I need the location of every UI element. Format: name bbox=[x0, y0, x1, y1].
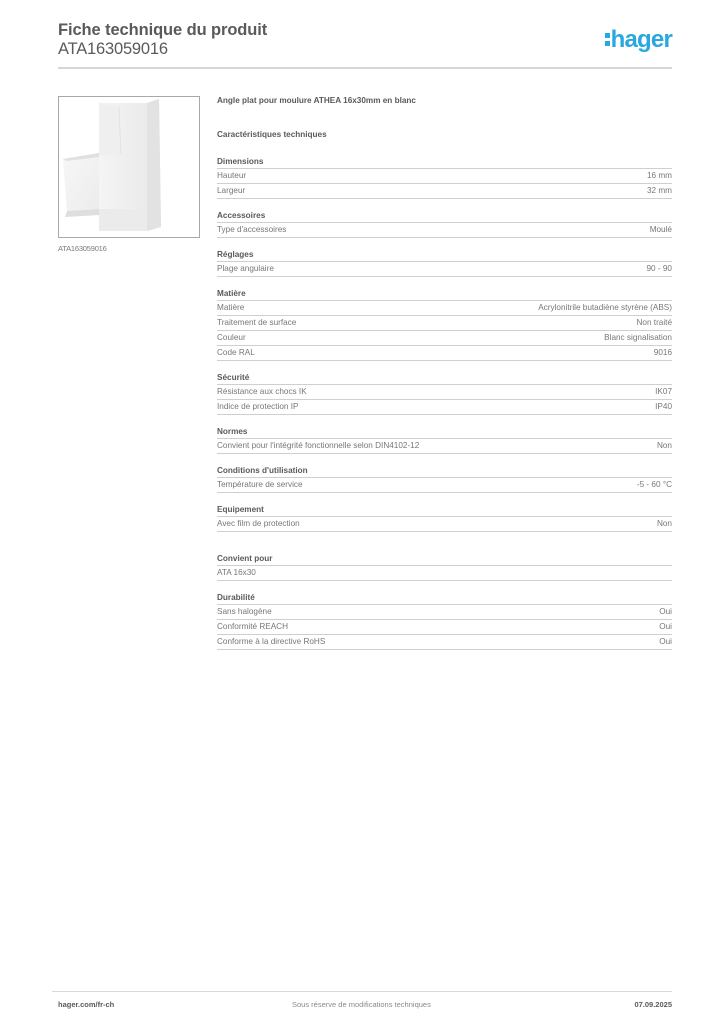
spec-group-title: Dimensions bbox=[217, 155, 672, 169]
spec-label: Type d'accessoires bbox=[217, 225, 287, 234]
product-image bbox=[58, 96, 200, 238]
product-code: ATA163059016 bbox=[58, 40, 168, 58]
spec-row: ATA 16x30 bbox=[217, 566, 672, 581]
spec-label: Résistance aux chocs IK bbox=[217, 387, 307, 396]
spec-group-title: Sécurité bbox=[217, 371, 672, 385]
spec-row: Matière Acrylonitrile butadiène styrène (… bbox=[217, 301, 672, 316]
spec-label: Code RAL bbox=[217, 348, 255, 357]
spec-value: IK07 bbox=[655, 387, 672, 396]
spec-label: Sans halogène bbox=[217, 607, 272, 616]
spec-row: Indice de protection IP IP40 bbox=[217, 400, 672, 415]
spec-value: Acrylonitrile butadiène styrène (ABS) bbox=[538, 303, 672, 312]
spec-value: 16 mm bbox=[646, 171, 672, 180]
spec-value: Oui bbox=[659, 607, 672, 616]
spec-value: Non bbox=[656, 519, 672, 528]
spec-label: Matière bbox=[217, 303, 245, 312]
product-image-caption: ATA163059016 bbox=[58, 244, 107, 253]
spec-value: -5 - 60 °C bbox=[636, 480, 672, 489]
spec-label: Conforme à la directive RoHS bbox=[217, 637, 326, 646]
spec-group-suitable-for: Convient pour ATA 16x30 bbox=[217, 552, 672, 581]
spec-group-title: Equipement bbox=[217, 503, 672, 517]
spec-row: Résistance aux chocs IK IK07 bbox=[217, 385, 672, 400]
spec-value: Oui bbox=[659, 622, 672, 631]
spec-label: Avec film de protection bbox=[217, 519, 300, 528]
document-header: Fiche technique du produit ATA163059016 bbox=[58, 21, 672, 59]
spec-group-title: Durabilité bbox=[217, 591, 672, 605]
spec-group-equipment: Equipement Avec film de protection Non bbox=[217, 503, 672, 532]
spec-label: Traitement de surface bbox=[217, 318, 297, 327]
spec-group-title: Réglages bbox=[217, 248, 672, 262]
spec-group-standards: Normes Convient pour l'intégrité fonctio… bbox=[217, 425, 672, 454]
spec-label: Conformité REACH bbox=[217, 622, 288, 631]
spec-label: Hauteur bbox=[217, 171, 247, 180]
spec-group-dimensions: Dimensions Hauteur 16 mm Largeur 32 mm bbox=[217, 155, 672, 199]
spec-value: Non traité bbox=[636, 318, 673, 327]
spec-row: Code RAL 9016 bbox=[217, 346, 672, 361]
hager-logo: hager bbox=[604, 26, 673, 54]
spec-group-accessories: Accessoires Type d'accessoires Moulé bbox=[217, 209, 672, 238]
spec-value: Non bbox=[656, 441, 672, 450]
spec-row: Hauteur 16 mm bbox=[217, 169, 672, 184]
spec-group-title: Convient pour bbox=[217, 552, 672, 566]
spec-value: 90 - 90 bbox=[646, 264, 673, 273]
spec-row: Conforme à la directive RoHS Oui bbox=[217, 635, 672, 650]
spec-content: Angle plat pour moulure ATHEA 16x30mm en… bbox=[217, 96, 672, 660]
spec-label: Plage angulaire bbox=[217, 264, 274, 273]
spec-group-title: Matière bbox=[217, 287, 672, 301]
technical-characteristics-heading: Caractéristiques techniques bbox=[217, 130, 327, 139]
spec-label: Largeur bbox=[217, 186, 246, 195]
spec-value: 9016 bbox=[653, 348, 672, 357]
flat-angle-product-icon bbox=[63, 99, 161, 231]
spec-row: Plage angulaire 90 - 90 bbox=[217, 262, 672, 277]
footer-website-link[interactable]: hager.com/fr-ch bbox=[58, 1000, 115, 1009]
product-description: Angle plat pour moulure ATHEA 16x30mm en… bbox=[217, 96, 416, 105]
spec-group-title: Conditions d'utilisation bbox=[217, 464, 672, 478]
spec-row: Type d'accessoires Moulé bbox=[217, 223, 672, 238]
spec-label: ATA 16x30 bbox=[217, 568, 256, 577]
document-title: Fiche technique du produit bbox=[58, 21, 268, 39]
spec-group-title: Accessoires bbox=[217, 209, 672, 223]
spec-group-settings: Réglages Plage angulaire 90 - 90 bbox=[217, 248, 672, 277]
spec-row: Conformité REACH Oui bbox=[217, 620, 672, 635]
spec-row: Sans halogène Oui bbox=[217, 605, 672, 620]
footer-disclaimer: Sous réserve de modifications techniques bbox=[292, 1000, 431, 1009]
spec-value: 32 mm bbox=[646, 186, 672, 195]
spec-group-operating-conditions: Conditions d'utilisation Température de … bbox=[217, 464, 672, 493]
spec-group-safety: Sécurité Résistance aux chocs IK IK07 Ind… bbox=[217, 371, 672, 415]
spec-group-title: Normes bbox=[217, 425, 672, 439]
spec-label: Indice de protection IP bbox=[217, 402, 299, 411]
spec-row: Convient pour l'intégrité fonctionnelle … bbox=[217, 439, 672, 454]
spec-value: Blanc signalisation bbox=[604, 333, 672, 342]
spec-label: Convient pour l'intégrité fonctionnelle … bbox=[217, 441, 420, 450]
spec-row: Avec film de protection Non bbox=[217, 517, 672, 532]
spec-value: IP40 bbox=[655, 402, 672, 411]
footer-divider bbox=[52, 991, 672, 992]
spec-row: Largeur 32 mm bbox=[217, 184, 672, 199]
spec-row: Couleur Blanc signalisation bbox=[217, 331, 672, 346]
header-divider bbox=[58, 67, 672, 69]
spec-row: Traitement de surface Non traité bbox=[217, 316, 672, 331]
footer-date: 07.09.2025 bbox=[634, 1000, 672, 1009]
spec-row: Température de service -5 - 60 °C bbox=[217, 478, 672, 493]
spec-label: Couleur bbox=[217, 333, 246, 342]
spec-value: Moulé bbox=[649, 225, 672, 234]
spec-label: Température de service bbox=[217, 480, 303, 489]
spec-value: Oui bbox=[659, 637, 672, 646]
logo-colon-icon bbox=[604, 33, 610, 47]
